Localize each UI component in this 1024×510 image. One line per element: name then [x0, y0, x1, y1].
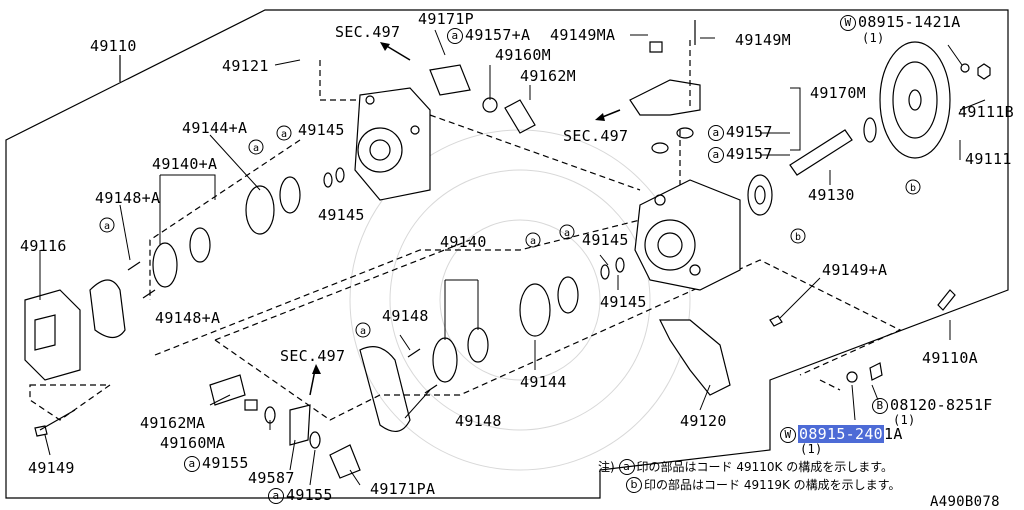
part-49148a-top: 49148+A: [95, 189, 161, 207]
part-49171p: 49171P: [418, 10, 474, 28]
assembly-outline: [5, 9, 1009, 499]
part-49144a: 49144+A: [182, 119, 248, 137]
part-49160ma: 49160MA: [160, 434, 226, 452]
section-ref-top: SEC.497: [335, 23, 401, 41]
part-49110: 49110: [90, 37, 137, 55]
part-49144: 49144: [520, 373, 567, 391]
marker-a: a: [253, 143, 259, 154]
part-49140: 49140: [440, 233, 487, 251]
marker-a: a: [104, 221, 110, 232]
part-49149ma: 49149MA: [550, 26, 616, 44]
part-49171pa: 49171PA: [370, 480, 436, 498]
part-49162ma: 49162MA: [140, 414, 206, 432]
part-49140a: 49140+A: [152, 155, 218, 173]
part-49110a: 49110A: [922, 349, 978, 367]
part-49116: 49116: [20, 237, 67, 255]
part-49148a-bot: 49148+A: [155, 309, 221, 327]
part-49162m: 49162M: [520, 67, 576, 85]
marker-a: a: [530, 236, 536, 247]
marker-a: a: [564, 228, 570, 239]
part-49145-d: 49145: [600, 293, 647, 311]
part-49130: 49130: [808, 186, 855, 204]
diagram-code: A490B078: [930, 494, 1000, 510]
marker-b: b: [910, 183, 916, 194]
part-49145-a: 49145: [298, 121, 345, 139]
part-49111: 49111: [965, 150, 1012, 168]
marker-a: a: [360, 326, 366, 337]
part-49149a: 49149+A: [822, 261, 888, 279]
part-49120: 49120: [680, 412, 727, 430]
marker-b: b: [795, 232, 801, 243]
part-49170m: 49170M: [810, 84, 866, 102]
part-49111b: 49111B: [958, 103, 1014, 121]
part-49160m: 49160M: [495, 46, 551, 64]
marker-a: a: [281, 129, 287, 140]
section-ref-bot: SEC.497: [280, 347, 346, 365]
qty-08915-1421a: (1): [862, 31, 885, 45]
qty-08915-2401a: (1): [800, 442, 823, 456]
part-49145-b: 49145: [318, 206, 365, 224]
part-49148-b: 49148: [455, 412, 502, 430]
part-49587: 49587: [248, 469, 295, 487]
highlighted-part-number: 08915-240: [798, 425, 884, 443]
part-49148-a: 49148: [382, 307, 429, 325]
part-49121: 49121: [222, 57, 269, 75]
section-ref-mid: SEC.497: [563, 127, 629, 145]
part-49149: 49149: [28, 459, 75, 477]
qty-08120-8251f: (1): [893, 413, 916, 427]
part-49149m: 49149M: [735, 31, 791, 49]
part-49145-c: 49145: [582, 231, 629, 249]
